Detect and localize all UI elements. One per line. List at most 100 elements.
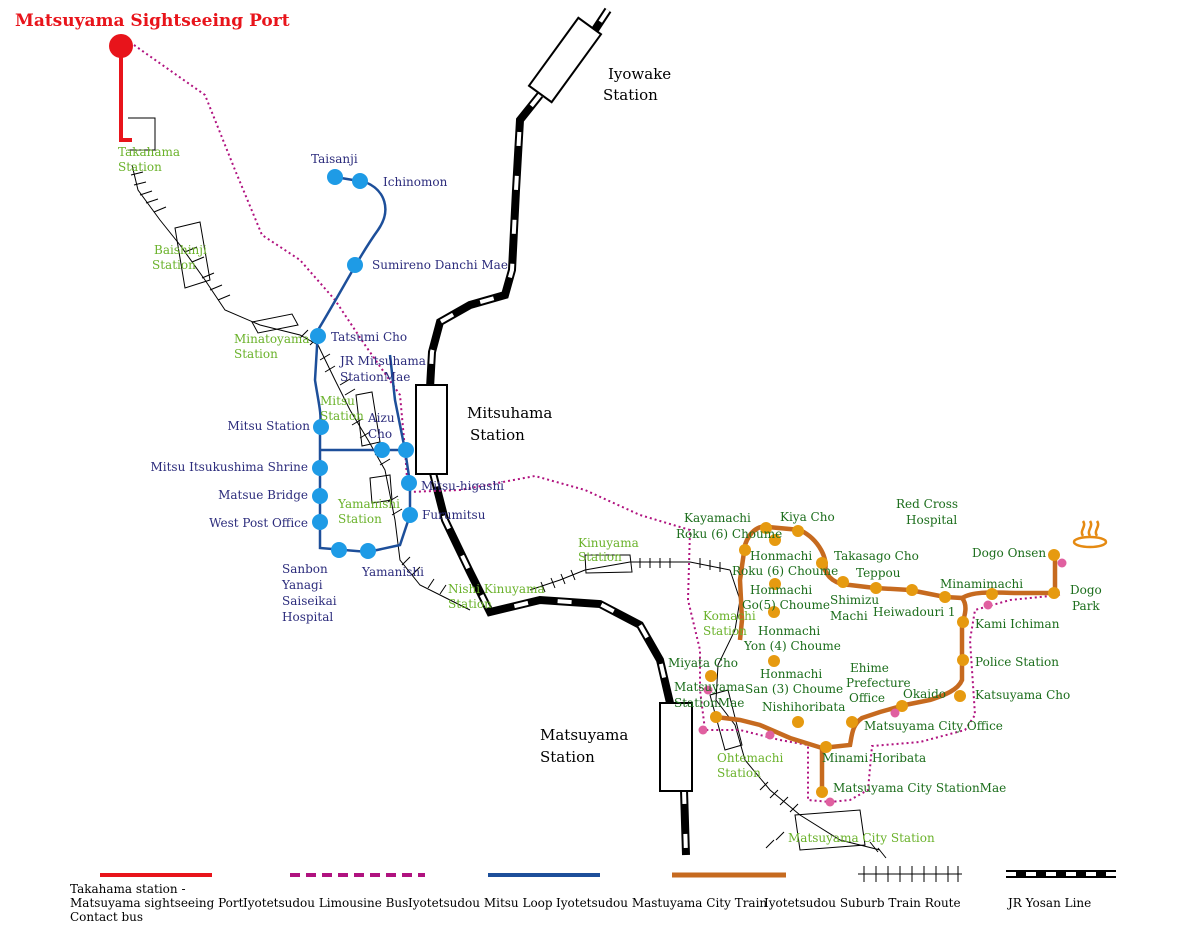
mitsu-loop-route xyxy=(313,175,412,554)
matsuyama-station-mae-label-2: StationMae xyxy=(674,696,744,710)
kiya-label: Kiya Cho xyxy=(780,510,835,524)
mitsu-higashi-label: Mitsu-higashi xyxy=(421,479,504,493)
ohtemachi-label: Ohtemachi xyxy=(717,751,783,765)
kayamachi-label: Kayamachi xyxy=(684,511,751,525)
honmachi5-label: Honmachi xyxy=(750,583,812,597)
stop-ichinomon[interactable] xyxy=(352,173,368,189)
mitsuhama-station-box xyxy=(415,384,448,475)
limousine-bus-route xyxy=(133,44,1061,804)
matsuyama-city-station-label: Matsuyama City Station xyxy=(788,831,935,845)
shimizu-label-2: Machi xyxy=(830,609,868,623)
stop-mitsu-higashi[interactable] xyxy=(401,475,417,491)
suburb-train-route xyxy=(128,117,887,859)
iyowake-station-label-2: Station xyxy=(603,86,658,104)
minatoyama-label: Minatoyama xyxy=(234,332,310,346)
mitsuhama-station-label-2: Station xyxy=(470,426,525,444)
legend-mitsu-loop-label: Iyotetsudou Mitsu Loop xyxy=(408,896,553,910)
legend-contact-bus-label-2: Matsuyama sightseeing Port xyxy=(70,896,244,910)
legend-limousine-label: Iyotetsudou Limousine Bus xyxy=(243,896,408,910)
tatsumi-label: Tatsumi Cho xyxy=(331,330,407,344)
stop-taisanji[interactable] xyxy=(327,169,343,185)
takahama-label: Takahama xyxy=(118,145,180,159)
honmachi6-label-2: Roku (6) Choume xyxy=(732,564,838,578)
legend-suburb-label: Iyotetsudou Suburb Train Route xyxy=(764,896,961,910)
west-post-label: West Post Office xyxy=(209,516,308,530)
ehime-label-3: Office xyxy=(849,691,885,705)
furumitsu-label: Furumitsu xyxy=(422,508,486,522)
city-office-label: Matsuyama City Office xyxy=(864,719,1003,733)
yamanishi-suburb-label: Yamanishi xyxy=(337,497,400,511)
honmachi3-label: Honmachi xyxy=(760,667,822,681)
red-cross-label-2: Hospital xyxy=(906,513,957,527)
yamanishi-suburb-label-2: Station xyxy=(338,512,382,526)
miyata-label: Miyata Cho xyxy=(668,656,738,670)
honmachi6-label: Honmachi xyxy=(750,549,812,563)
stop-aizu[interactable] xyxy=(374,442,390,458)
city-station-mae-label: Matsuyama City StationMae xyxy=(833,781,1006,795)
katsuyama-label: Katsuyama Cho xyxy=(975,688,1070,702)
legend-city-train-label: Iyotetsudou Mastuyama City Train xyxy=(556,896,767,910)
matsuyama-station-label: Matsuyama xyxy=(540,726,628,744)
legend-jr-label: JR Yosan Line xyxy=(1006,896,1091,910)
kinuyama-label: Kinuyama xyxy=(578,536,639,550)
onsen-icon xyxy=(1072,520,1108,549)
legend-contact-bus-label: Takahama station - xyxy=(70,882,186,896)
page-title: Matsuyama Sightseeing Port xyxy=(15,11,290,31)
ehime-label-2: Prefecture xyxy=(846,676,911,690)
mitsu-suburb-label-2: Station xyxy=(320,409,364,423)
okaido-label: Okaido xyxy=(903,687,946,701)
honmachi3-label-2: San (3) Choume xyxy=(745,682,843,696)
aizu-label-2: Cho xyxy=(368,427,392,441)
jr-mitsuhama-label-2: StationMae xyxy=(340,370,410,384)
mitsu-loop-stops xyxy=(310,169,418,559)
taisanji-label: Taisanji xyxy=(311,152,358,166)
takahama-label-2: Station xyxy=(118,160,162,174)
red-cross-label: Red Cross xyxy=(896,497,958,511)
limousine-stops xyxy=(698,558,1067,807)
contact-bus-route xyxy=(109,34,133,142)
jr-mitsuhama-label: JR Mitsuhama xyxy=(338,354,426,368)
dogo-onsen-label: Dogo Onsen xyxy=(972,546,1046,560)
baishinji-label: Baishinji xyxy=(154,243,207,257)
legend-swatch-suburb xyxy=(858,866,962,882)
matsue-label: Matsue Bridge xyxy=(218,488,308,502)
legend-contact-bus-label-3: Contact bus xyxy=(70,910,143,924)
stop-mitsu-station[interactable] xyxy=(313,419,329,435)
matsuyama-station-mae-label: Matsuyama xyxy=(674,680,745,694)
teppou-label: Teppou xyxy=(856,566,901,580)
honmachi4-label: Honmachi xyxy=(758,624,820,638)
jr-yosan-line xyxy=(415,7,693,856)
komachi-label: Komachi xyxy=(703,609,756,623)
nishi-kinuyama-label: Nishi Kinuyama xyxy=(448,582,545,596)
kinuyama-label-2: Station xyxy=(578,550,622,564)
iyowake-station-box xyxy=(527,16,603,104)
city-train-stops xyxy=(705,522,1060,798)
itsukushima-label: Mitsu Itsukushima Shrine xyxy=(150,460,308,474)
ohtemachi-label-2: Station xyxy=(717,766,761,780)
sanbon-label-4: Hospital xyxy=(282,610,333,624)
heiwadouri-label: Heiwadouri 1 xyxy=(873,605,956,619)
aizu-label: Aizu xyxy=(367,411,395,425)
stop-furumitsu[interactable] xyxy=(402,507,418,523)
honmachi5-label-2: Go(5) Choume xyxy=(742,598,830,612)
stop-jr-mitsuhama[interactable] xyxy=(398,442,414,458)
sumireno-label: Sumireno Danchi Mae xyxy=(372,258,508,272)
stop-tatsumi[interactable] xyxy=(310,328,326,344)
stop-matsue[interactable] xyxy=(312,488,328,504)
komachi-label-2: Station xyxy=(703,624,747,638)
stop-sanbon[interactable] xyxy=(331,542,347,558)
stop-yamanishi[interactable] xyxy=(360,543,376,559)
mitsu-suburb-label: Mitsu xyxy=(320,394,355,408)
minamimachi-label: Minamimachi xyxy=(940,577,1023,591)
sanbon-label: Sanbon xyxy=(282,562,328,576)
sanbon-label-3: Saiseikai xyxy=(282,594,337,608)
honmachi4-label-2: Yon (4) Choume xyxy=(743,639,841,653)
kami-ichiman-label: Kami Ichiman xyxy=(975,617,1060,631)
stop-itsukushima[interactable] xyxy=(312,460,328,476)
shimizu-label: Shimizu xyxy=(830,593,879,607)
stop-west-post[interactable] xyxy=(312,514,328,530)
nishihoribata-label: Nishihoribata xyxy=(762,700,845,714)
stop-sumireno[interactable] xyxy=(347,257,363,273)
nishi-kinuyama-label-2: Station xyxy=(448,597,492,611)
